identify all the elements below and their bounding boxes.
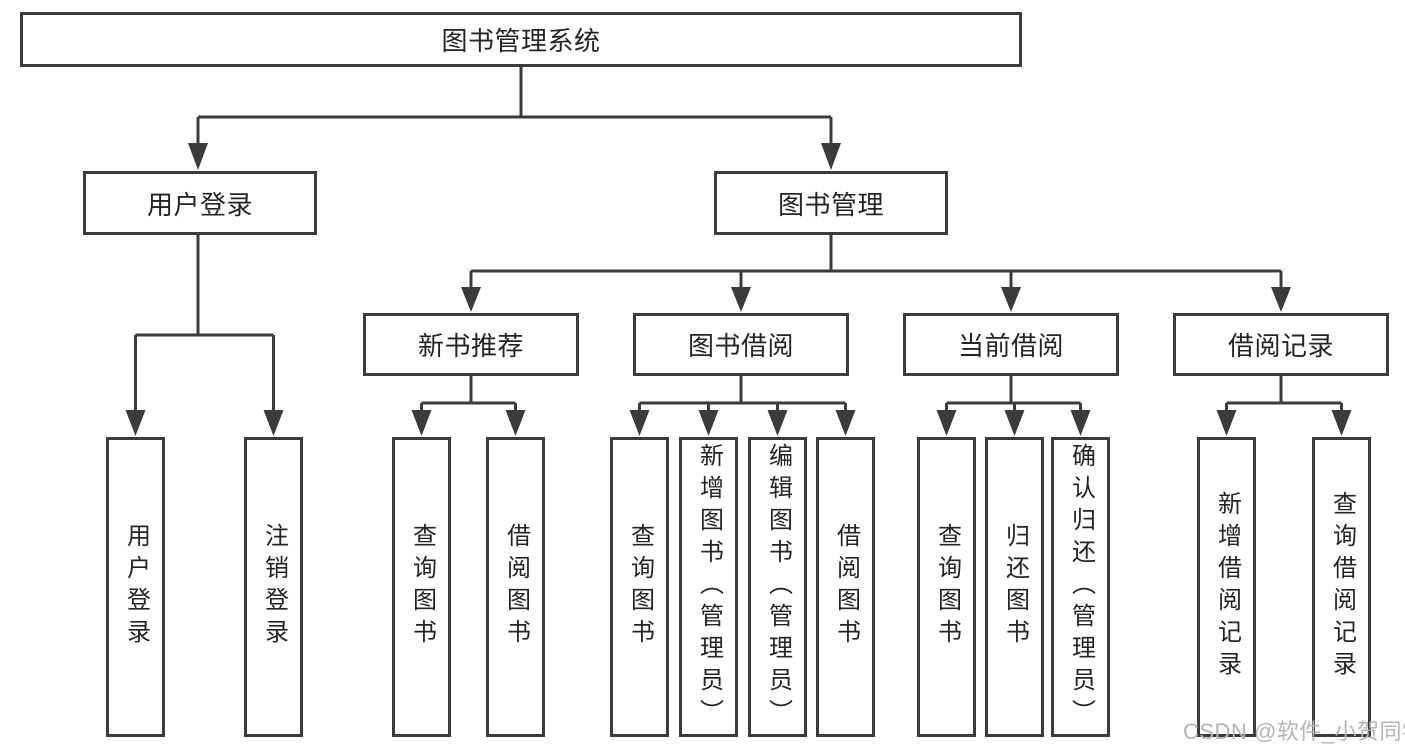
node-label: 查询图书 — [933, 523, 961, 651]
node-label: 借阅图书 — [832, 523, 860, 651]
leaf-return-book: 归还图书 — [985, 437, 1044, 737]
node-current-borrowing: 当前借阅 — [903, 313, 1119, 376]
leaf-borrow-books-recommend: 借阅图书 — [486, 437, 545, 737]
leaf-query-books-current: 查询图书 — [917, 437, 976, 737]
node-library-management-system: 图书管理系统 — [20, 12, 1022, 67]
node-label: 编辑图书（管理员） — [764, 443, 792, 731]
node-label: 查询图书 — [626, 523, 654, 651]
leaf-add-borrow-record: 新增借阅记录 — [1197, 437, 1256, 737]
leaf-user-login: 用户登录 — [106, 437, 165, 737]
node-label: 当前借阅 — [957, 331, 1064, 361]
node-label: 新增借阅记录 — [1213, 491, 1241, 683]
node-borrowing-records: 借阅记录 — [1173, 313, 1389, 376]
node-label: 图书管理系统 — [441, 26, 601, 56]
node-label: 注销登录 — [260, 523, 288, 651]
node-label: 新增图书（管理员） — [695, 443, 723, 731]
node-new-book-recommendation: 新书推荐 — [363, 313, 579, 376]
node-label: 新书推荐 — [417, 331, 524, 361]
csdn-watermark: CSDN @软件_小贺同学 — [1183, 719, 1405, 744]
node-label: 借阅图书 — [502, 523, 530, 651]
leaf-query-borrow-record: 查询借阅记录 — [1312, 437, 1371, 737]
leaf-edit-book-admin: 编辑图书（管理员） — [748, 437, 807, 737]
leaf-borrow-books-borrowing: 借阅图书 — [816, 437, 875, 737]
node-book-management: 图书管理 — [714, 171, 948, 235]
node-user-login: 用户登录 — [83, 171, 317, 235]
node-label: 借阅记录 — [1227, 331, 1334, 361]
node-label: 归还图书 — [1001, 523, 1029, 651]
leaf-logout: 注销登录 — [244, 437, 303, 737]
leaf-query-books-recommend: 查询图书 — [392, 437, 451, 737]
node-label: 查询图书 — [408, 523, 436, 651]
node-label: 用户登录 — [146, 189, 253, 220]
node-book-borrowing: 图书借阅 — [633, 313, 849, 376]
node-label: 查询借阅记录 — [1328, 491, 1356, 683]
leaf-confirm-return-admin: 确认归还（管理员） — [1051, 437, 1110, 737]
node-label: 图书管理 — [777, 189, 884, 220]
node-label: 确认归还（管理员） — [1067, 443, 1095, 731]
node-label: 用户登录 — [122, 523, 150, 651]
node-label: 图书借阅 — [687, 331, 794, 361]
leaf-add-book-admin: 新增图书（管理员） — [679, 437, 738, 737]
leaf-query-books-borrowing: 查询图书 — [610, 437, 669, 737]
